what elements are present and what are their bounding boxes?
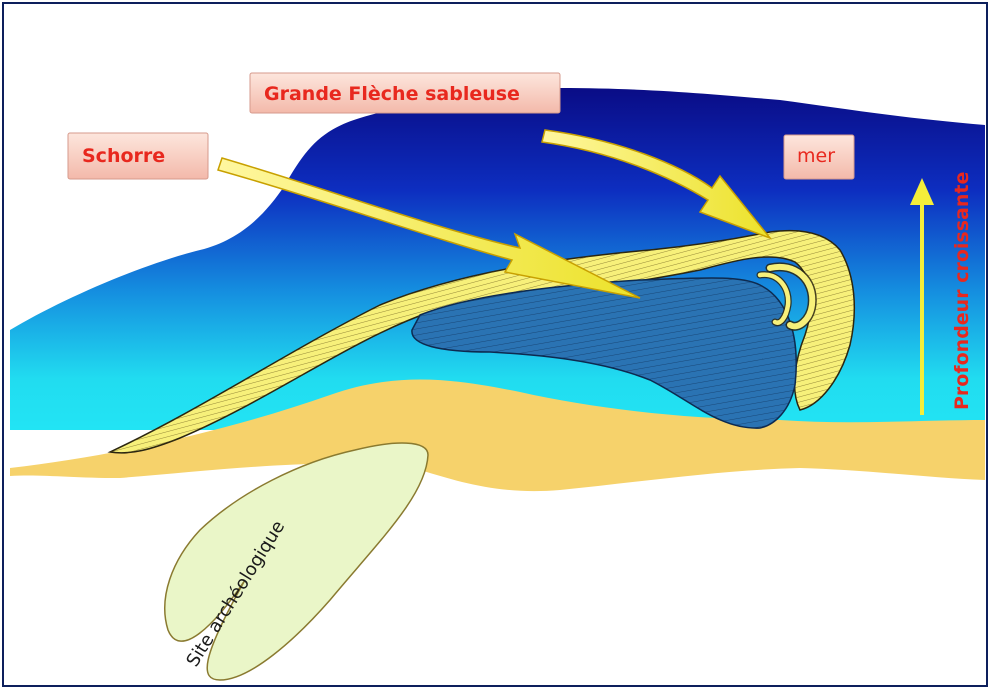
label-schorre: Schorre (82, 145, 165, 167)
label-box-mer: mer (784, 135, 854, 179)
label-box-schorre: Schorre (68, 133, 208, 179)
label-profondeur: Profondeur croissante (951, 172, 973, 410)
label-box-fleche: Grande Flèche sableuse (250, 73, 560, 113)
label-fleche: Grande Flèche sableuse (264, 83, 520, 105)
label-mer: mer (797, 145, 835, 167)
